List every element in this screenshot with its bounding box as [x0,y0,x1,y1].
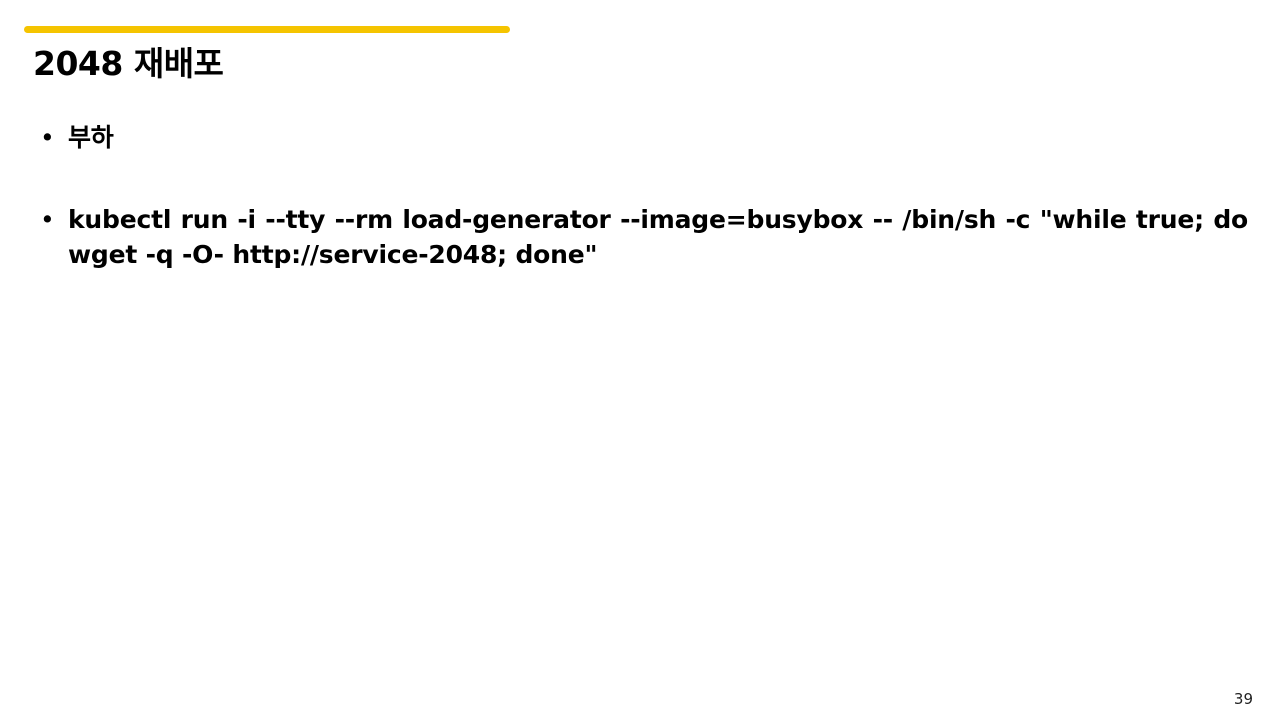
page-number: 39 [1233,690,1253,708]
slide-title: 2048 재배포 [33,44,224,83]
bullet-marker: • [40,123,55,152]
bullet-text: kubectl run -i --tty --rm load-generator… [68,205,1248,269]
bullet-list: • 부하 • kubectl run -i --tty --rm load-ge… [40,120,1248,272]
bullet-marker: • [40,205,55,234]
bullet-item-load: • 부하 [40,120,1248,155]
title-accent-bar [24,26,510,33]
bullet-text: 부하 [68,123,114,152]
bullet-item-command: • kubectl run -i --tty --rm load-generat… [40,202,1248,272]
